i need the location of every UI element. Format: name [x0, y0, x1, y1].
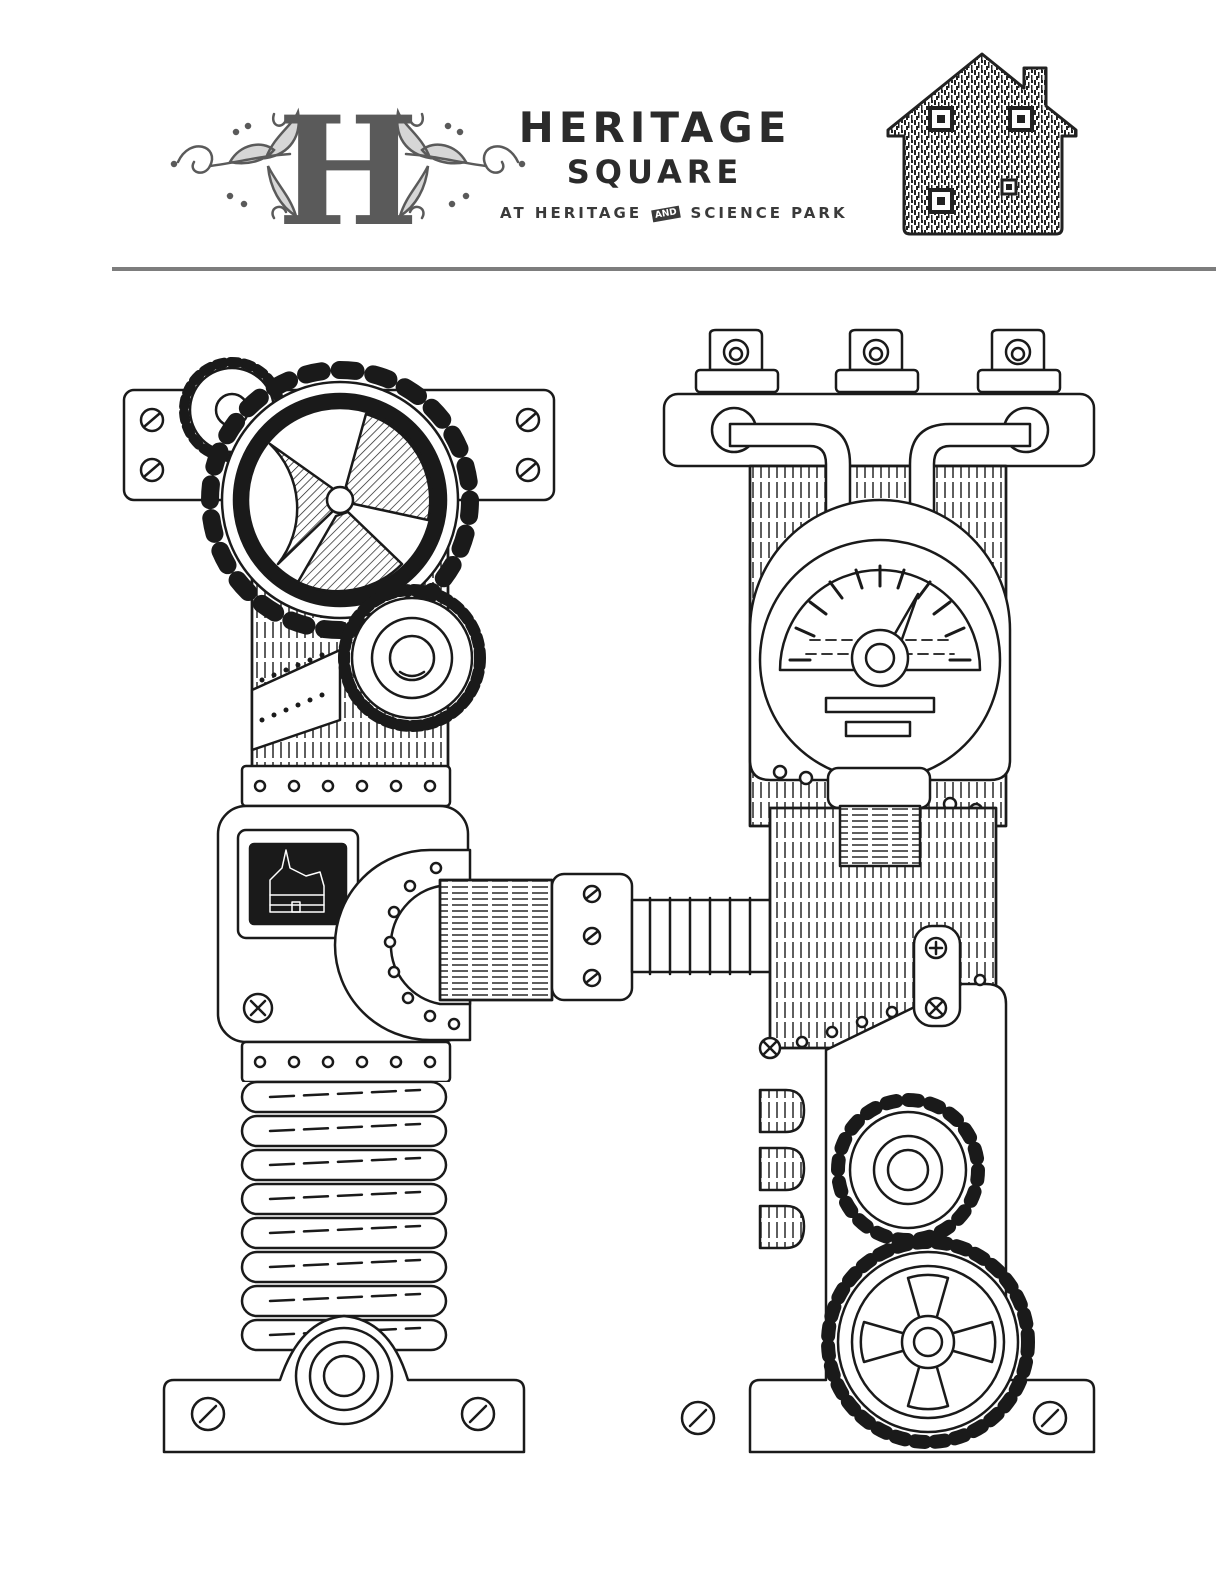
tagline-and: AND — [651, 205, 682, 222]
steampunk-letter-h-icon — [122, 328, 1096, 1454]
page-header: H HERITAGE SQUARE AT HERITAGE AND SCIENC… — [0, 0, 1224, 280]
logo-letter: H — [277, 96, 419, 236]
brand-wordmark: HERITAGE SQUARE AT HERITAGE AND SCIENCE … — [500, 103, 845, 234]
house-qr-code-icon[interactable] — [884, 50, 1080, 238]
brand-title: HERITAGE — [518, 103, 792, 152]
brand-subtitle: SQUARE — [566, 153, 744, 191]
header-divider — [112, 267, 1216, 271]
tagline-prefix: AT HERITAGE — [500, 204, 643, 222]
tagline-suffix: SCIENCE PARK — [690, 204, 848, 222]
brand-tagline: AT HERITAGE AND SCIENCE PARK — [500, 204, 845, 222]
heritage-square-logo-icon: H — [170, 96, 526, 236]
